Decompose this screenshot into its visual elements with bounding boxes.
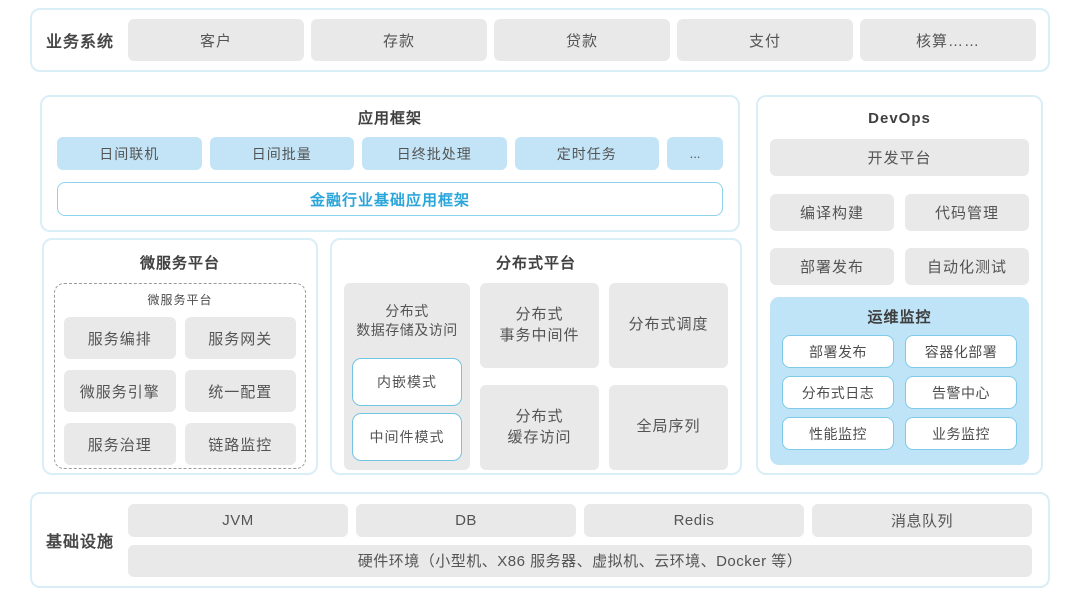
devops-item-code-mgmt: 代码管理 [905,194,1029,231]
app-item-daytime-online: 日间联机 [57,137,202,170]
distributed-storage-box: 分布式 数据存储及访问 内嵌模式 中间件模式 [344,283,470,470]
ops-item-deploy-release: 部署发布 [782,335,894,368]
infra-item-db: DB [356,503,577,537]
micro-item-config: 统一配置 [184,370,296,412]
financial-base-framework: 金融行业基础应用框架 [57,182,723,216]
storage-mode-middleware: 中间件模式 [352,413,462,461]
app-item-scheduled-task: 定时任务 [514,137,659,170]
microservice-panel: 微服务平台 微服务平台 服务编排 服务网关 微服务引擎 统一配置 服务治理 链路… [42,238,318,475]
devops-title: DevOps [868,110,931,127]
infrastructure-row: JVM DB Redis 消息队列 [128,503,1033,537]
devops-item-auto-test: 自动化测试 [905,248,1029,285]
devops-dev-platform: 开发平台 [770,139,1029,176]
business-systems-label: 业务系统 [46,34,115,51]
ops-monitoring-title: 运维监控 [867,309,932,326]
distributed-body: 分布式 数据存储及访问 内嵌模式 中间件模式 分布式 事务中间件 分布式调度 分… [344,283,728,470]
microservice-title: 微服务平台 [139,255,220,272]
app-framework-title: 应用框架 [357,110,422,127]
microservice-inner-box: 微服务平台 服务编排 服务网关 微服务引擎 统一配置 服务治理 链路监控 [54,283,306,469]
devops-item-deploy: 部署发布 [770,248,894,285]
ops-item-performance-monitor: 性能监控 [782,417,894,450]
app-item-daytime-batch: 日间批量 [209,137,354,170]
ops-monitoring-panel: 运维监控 部署发布 容器化部署 分布式日志 告警中心 性能监控 业务监控 [770,297,1029,465]
storage-mode-embedded: 内嵌模式 [352,358,462,406]
business-systems-row: 客户 存款 贷款 支付 核算…… [128,19,1037,61]
business-item-deposit: 存款 [311,19,488,61]
business-item-accounting: 核算…… [860,19,1037,61]
infrastructure-panel: 基础设施 JVM DB Redis 消息队列 硬件环境（小型机、X86 服务器、… [30,492,1050,588]
distributed-grid: 分布式 事务中间件 分布式调度 分布式 缓存访问 全局序列 [480,283,728,470]
micro-item-tracing: 链路监控 [184,423,296,465]
dist-item-scheduling: 分布式调度 [609,283,728,368]
dist-item-cache-access: 分布式 缓存访问 [480,385,599,470]
devops-grid: 编译构建 代码管理 部署发布 自动化测试 [770,194,1029,285]
infra-item-jvm: JVM [128,503,349,537]
micro-item-orchestration: 服务编排 [64,317,176,359]
infra-item-redis: Redis [584,503,805,537]
app-item-more: ... [667,137,723,170]
micro-item-engine: 微服务引擎 [64,370,176,412]
devops-item-build: 编译构建 [770,194,894,231]
ops-monitoring-grid: 部署发布 容器化部署 分布式日志 告警中心 性能监控 业务监控 [782,335,1017,450]
microservice-grid: 服务编排 服务网关 微服务引擎 统一配置 服务治理 链路监控 [64,317,296,465]
distributed-storage-label: 分布式 数据存储及访问 [356,303,458,338]
distributed-panel: 分布式平台 分布式 数据存储及访问 内嵌模式 中间件模式 分布式 事务中间件 分… [330,238,742,475]
ops-item-distributed-log: 分布式日志 [782,376,894,409]
app-framework-panel: 应用框架 日间联机 日间批量 日终批处理 定时任务 ... 金融行业基础应用框架 [40,95,740,232]
business-item-payment: 支付 [677,19,854,61]
devops-panel: DevOps 开发平台 编译构建 代码管理 部署发布 自动化测试 运维监控 部署… [756,95,1043,475]
microservice-inner-title: 微服务平台 [147,293,213,307]
app-framework-row: 日间联机 日间批量 日终批处理 定时任务 ... [57,137,723,170]
micro-item-governance: 服务治理 [64,423,176,465]
infra-item-mq: 消息队列 [812,503,1033,537]
hardware-environment-bar: 硬件环境（小型机、X86 服务器、虚拟机、云环境、Docker 等） [128,544,1032,577]
infrastructure-body: JVM DB Redis 消息队列 硬件环境（小型机、X86 服务器、虚拟机、云… [128,503,1033,577]
dist-item-global-sequence: 全局序列 [609,385,728,470]
ops-item-container-deploy: 容器化部署 [905,335,1017,368]
business-systems-panel: 业务系统 客户 存款 贷款 支付 核算…… [30,8,1050,72]
app-item-eod-batch: 日终批处理 [362,137,507,170]
infrastructure-label: 基础设施 [46,534,115,551]
micro-item-gateway: 服务网关 [184,317,296,359]
ops-item-alert-center: 告警中心 [905,376,1017,409]
distributed-title: 分布式平台 [495,255,576,272]
business-item-loan: 贷款 [494,19,671,61]
ops-item-business-monitor: 业务监控 [905,417,1017,450]
dist-item-transaction-middleware: 分布式 事务中间件 [480,283,599,368]
business-item-customer: 客户 [128,19,305,61]
